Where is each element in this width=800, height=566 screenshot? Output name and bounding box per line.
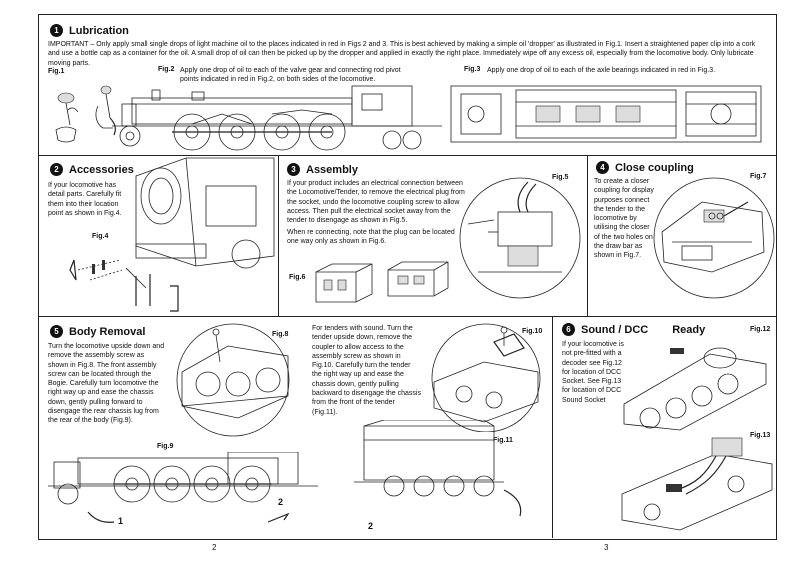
fig1-label: Fig.1: [48, 68, 65, 75]
close-coupling-text: To create a closer coupling for display …: [594, 178, 654, 260]
close-coupling-title: 4 Close coupling: [596, 161, 694, 174]
fig2-text: Apply one drop of oil to each of the val…: [180, 67, 401, 84]
fig4-parts-loose: [69, 259, 123, 281]
lubrication-title: 1 Lubrication: [50, 24, 129, 37]
fig4-label: Fig.4: [92, 233, 109, 240]
body-removal-title: 5 Body Removal: [50, 325, 145, 338]
section-number: 6: [562, 323, 575, 336]
divider-middle: [38, 316, 776, 317]
section-heading-suffix: Ready: [672, 323, 706, 336]
divider-acc-assembly: [278, 155, 279, 317]
fig6-label: Fig.6: [289, 274, 306, 281]
fig7-drawbar-illustration: [653, 177, 775, 299]
section-number: 5: [50, 325, 63, 338]
section-number: 1: [50, 24, 63, 37]
fig1-dropper-illustration: [55, 85, 116, 143]
sound-dcc-text: If your locomotive is not pre-fitted wit…: [562, 341, 624, 404]
assembly-text-1: If your product includes an electrical c…: [287, 180, 465, 225]
fig11-tender-chassis-removal: [354, 420, 522, 517]
tender-sound-text: For tenders with sound. Turn the tender …: [312, 325, 421, 416]
section-heading: Accessories: [69, 163, 134, 176]
fig10-label: Fig.10: [522, 328, 543, 335]
section-number: 3: [287, 163, 300, 176]
fig13-label: Fig.13: [750, 432, 771, 439]
body-removal-text: Turn the locomotive upside down and remo…: [48, 343, 165, 425]
fig3-text: Apply one drop of oil to each of the axl…: [487, 67, 716, 74]
section-heading: Sound / DCC: [581, 323, 649, 336]
page-frame: [38, 14, 777, 540]
assembly-text-2: When re connecting, note that the plug c…: [287, 229, 455, 246]
fig9-locomotive-chassis-removal: [48, 452, 318, 523]
section-number: 4: [596, 161, 609, 174]
section-heading: Lubrication: [69, 24, 129, 37]
fig12-dcc-socket-illustration: [623, 347, 767, 431]
fig5-label: Fig.5: [552, 174, 569, 181]
accessories-text: If your locomotive has detail parts. Car…: [48, 182, 122, 217]
divider-body-sound: [552, 316, 553, 538]
page-number-right: 3: [604, 543, 609, 552]
section-heading: Close coupling: [615, 161, 694, 174]
assembly-title: 3 Assembly: [287, 163, 358, 176]
accessories-title: 2 Accessories: [50, 163, 134, 176]
sound-dcc-title: 6 Sound / DCC Ready: [562, 323, 705, 336]
page-number-left: 2: [212, 543, 217, 552]
fig11-label: Fig.11: [493, 437, 513, 444]
arrow-label-2b: 2: [368, 521, 374, 531]
fig2-label: Fig.2: [158, 66, 175, 73]
section-number: 2: [50, 163, 63, 176]
fig4-detail-parts-illustration: [126, 157, 275, 312]
fig12-label: Fig.12: [750, 326, 771, 333]
divider-top: [38, 155, 776, 156]
section-heading: Body Removal: [69, 325, 146, 338]
fig8-assembly-screw-view: [176, 323, 290, 437]
fig7-label: Fig.7: [750, 173, 767, 180]
fig3-label: Fig.3: [464, 66, 481, 73]
arrow-label-2: 2: [278, 497, 284, 507]
section-heading: Assembly: [306, 163, 358, 176]
fig3-underside-view: [450, 85, 762, 143]
fig13-dcc-sound-socket-illustration: [621, 437, 773, 531]
fig10-tender-screw-view: [431, 323, 541, 432]
fig2-locomotive-side-view: [112, 85, 442, 151]
arrow-label-1: 1: [118, 516, 124, 526]
fig5-electrical-plug-view: [459, 177, 581, 299]
fig9-label: Fig.9: [157, 443, 174, 450]
divider-assembly-coupling: [587, 155, 588, 317]
fig6-plug-illustration: [315, 261, 449, 303]
lubrication-intro: IMPORTANT – Only apply small single drop…: [48, 41, 756, 67]
fig8-label: Fig.8: [272, 331, 289, 338]
